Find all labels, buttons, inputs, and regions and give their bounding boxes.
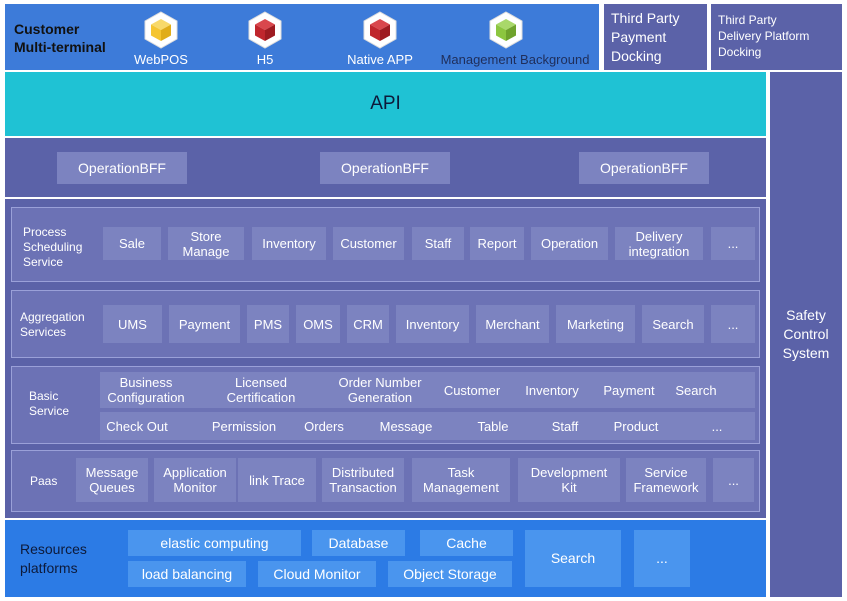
basic-item[interactable]: Check Out	[106, 418, 168, 434]
aggregation-item[interactable]: OMS	[296, 305, 340, 343]
basic-item[interactable]: Customer	[443, 382, 501, 398]
resources-label: Resources platforms	[20, 541, 87, 576]
basic-row-1	[100, 372, 755, 408]
terminal-label: Native APP	[347, 52, 413, 67]
process-label: Process Scheduling Service	[23, 225, 83, 269]
aggregation-item[interactable]: Search	[642, 305, 704, 343]
resource-more[interactable]: ...	[634, 530, 690, 587]
aggregation-item[interactable]: Payment	[169, 305, 240, 343]
paas-item[interactable]: Distributed Transaction	[322, 458, 404, 502]
terminal-management-background[interactable]: Management Background	[434, 10, 596, 68]
resource-item[interactable]: load balancing	[128, 561, 246, 587]
paas-item[interactable]: link Trace	[238, 458, 316, 502]
bff-box[interactable]: OperationBFF	[320, 152, 450, 184]
process-item[interactable]: Store Manage	[168, 227, 244, 260]
paas-item-more[interactable]: ...	[713, 458, 754, 502]
cube-icon	[144, 11, 178, 49]
resource-search[interactable]: Search	[525, 530, 621, 587]
process-item[interactable]: Customer	[333, 227, 404, 260]
cube-icon	[363, 11, 397, 49]
api-bar[interactable]: API	[5, 72, 766, 136]
resource-item[interactable]: elastic computing	[128, 530, 301, 556]
aggregation-label: Aggregation Services	[20, 310, 85, 339]
basic-row-2	[100, 412, 755, 440]
basic-item[interactable]: Licensed Certification	[226, 375, 296, 405]
cube-icon	[248, 11, 282, 49]
process-item[interactable]: Operation	[531, 227, 608, 260]
aggregation-item[interactable]: Merchant	[476, 305, 549, 343]
basic-item[interactable]: Inventory	[525, 382, 579, 398]
basic-item[interactable]: Staff	[551, 418, 579, 434]
resource-item[interactable]: Database	[312, 530, 405, 556]
basic-item[interactable]: Message	[379, 418, 433, 434]
third-party-payment[interactable]: Third Party Payment Docking	[604, 4, 707, 70]
basic-item-more[interactable]: ...	[711, 418, 723, 434]
customer-title: Customer Multi-terminal	[14, 21, 106, 55]
bff-box[interactable]: OperationBFF	[579, 152, 709, 184]
terminal-label: Management Background	[440, 52, 590, 67]
paas-item[interactable]: Development Kit	[518, 458, 620, 502]
basic-label: Basic Service	[29, 389, 70, 418]
process-item[interactable]: Inventory	[252, 227, 326, 260]
third-party-delivery[interactable]: Third Party Delivery Platform Docking	[711, 4, 842, 70]
process-item-more[interactable]: ...	[711, 227, 755, 260]
paas-item[interactable]: Task Management	[412, 458, 510, 502]
basic-item[interactable]: Permission	[211, 418, 277, 434]
paas-item[interactable]: Application Monitor	[154, 458, 236, 502]
paas-label: Paas	[30, 474, 58, 488]
aggregation-item[interactable]: CRM	[347, 305, 389, 343]
aggregation-item[interactable]: PMS	[247, 305, 289, 343]
aggregation-item[interactable]: UMS	[103, 305, 162, 343]
basic-item[interactable]: Search	[675, 382, 717, 398]
process-item[interactable]: Delivery integration	[615, 227, 703, 260]
paas-item[interactable]: Message Queues	[76, 458, 148, 502]
process-item[interactable]: Report	[470, 227, 524, 260]
basic-item[interactable]: Payment	[603, 382, 655, 398]
api-label: API	[370, 93, 401, 114]
aggregation-item[interactable]: Marketing	[556, 305, 635, 343]
cube-icon	[489, 11, 523, 49]
basic-item[interactable]: Product	[613, 418, 659, 434]
paas-item[interactable]: Service Framework	[626, 458, 706, 502]
terminal-h5[interactable]: H5	[230, 10, 300, 68]
process-item[interactable]: Staff	[412, 227, 464, 260]
bff-box[interactable]: OperationBFF	[57, 152, 187, 184]
safety-control-system[interactable]: Safety Control System	[770, 72, 842, 597]
process-item[interactable]: Sale	[103, 227, 161, 260]
aggregation-item[interactable]: Inventory	[396, 305, 469, 343]
resource-item[interactable]: Cloud Monitor	[258, 561, 376, 587]
basic-item[interactable]: Orders	[304, 418, 344, 434]
basic-item[interactable]: Business Configuration	[107, 375, 185, 405]
terminal-label: WebPOS	[134, 52, 188, 67]
basic-item[interactable]: Order Number Generation	[338, 375, 422, 405]
resource-item[interactable]: Cache	[420, 530, 513, 556]
terminal-webpos[interactable]: WebPOS	[126, 10, 196, 68]
aggregation-item-more[interactable]: ...	[711, 305, 755, 343]
terminal-native-app[interactable]: Native APP	[340, 10, 420, 68]
basic-item[interactable]: Table	[477, 418, 509, 434]
terminal-label: H5	[256, 52, 274, 67]
resource-item[interactable]: Object Storage	[388, 561, 512, 587]
